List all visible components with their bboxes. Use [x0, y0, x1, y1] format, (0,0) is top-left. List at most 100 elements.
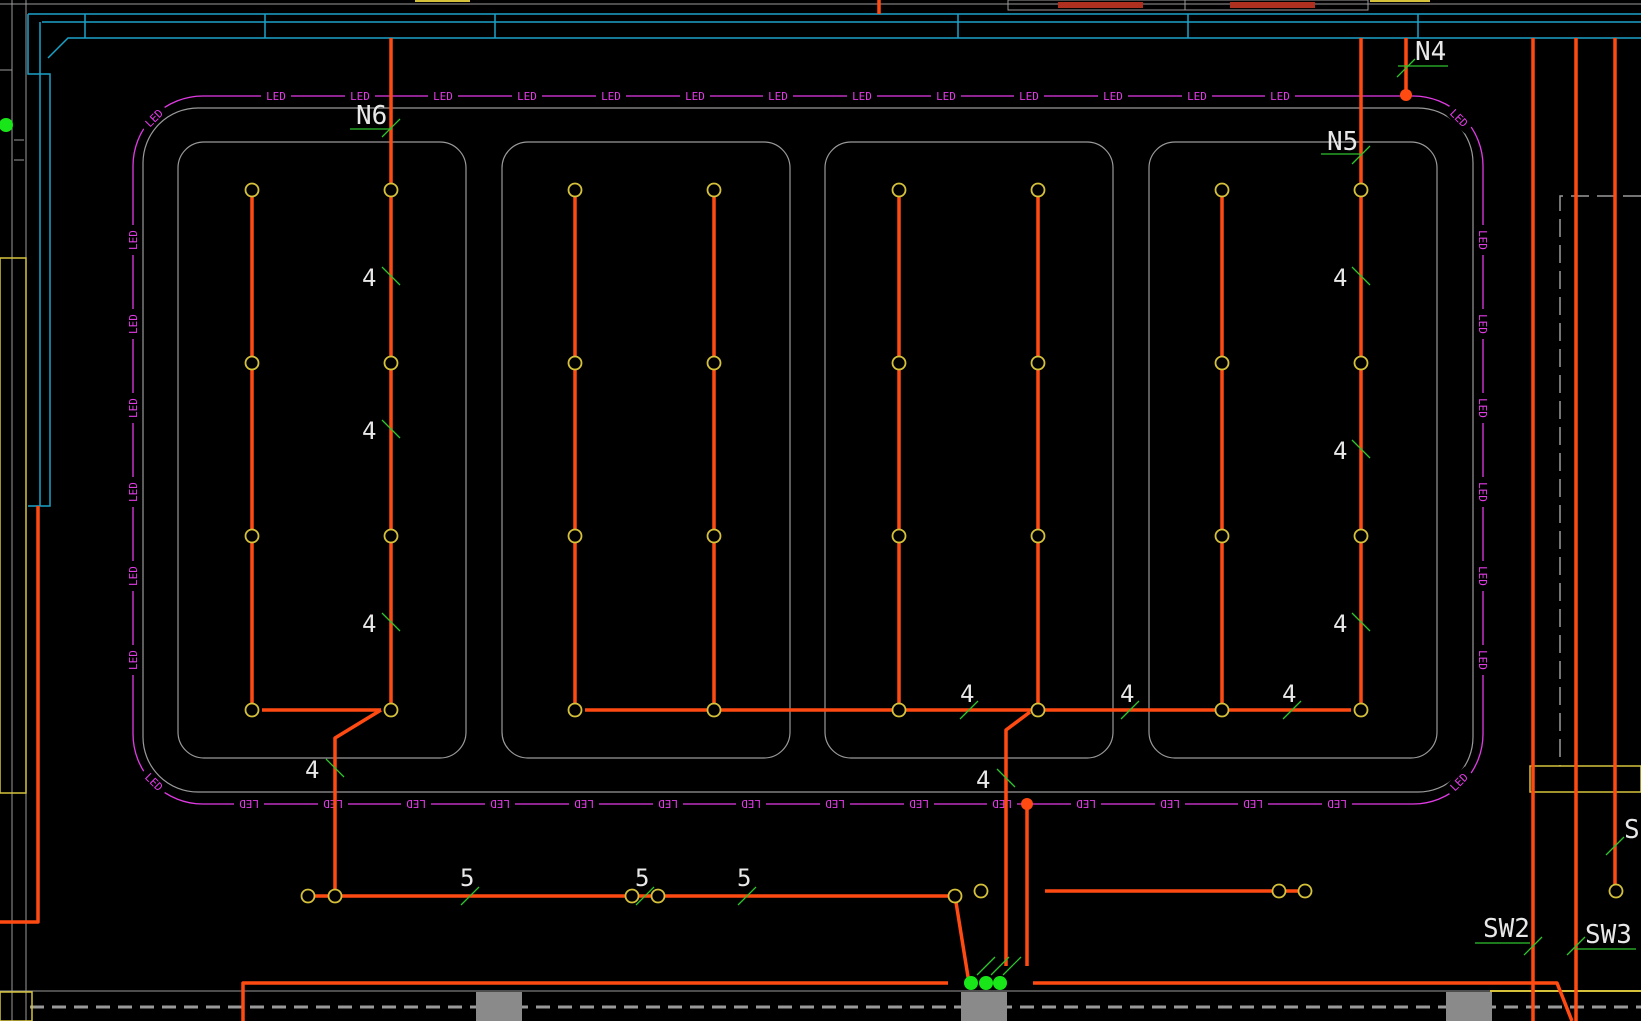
wire-count: 4: [1333, 264, 1347, 292]
tick-mark-icon: [990, 956, 1010, 976]
led-label: LED: [1160, 797, 1180, 810]
tick-mark-icon: [1351, 439, 1371, 459]
downlight-fixture-icon: [567, 702, 583, 718]
downlight-fixture-icon: [244, 182, 260, 198]
circuit-label-sw3: SW3: [1585, 920, 1632, 950]
tick-mark-icon: [1002, 956, 1022, 976]
downlight-fixture-icon: [1353, 702, 1369, 718]
downlight-fixture-icon: [244, 182, 1624, 904]
downlight-fixture-icon: [624, 888, 640, 904]
downlight-fixture-icon: [1271, 883, 1287, 899]
home-run-dots: [1021, 89, 1412, 810]
tick-mark-icon: [325, 758, 345, 778]
led-label: LED: [574, 797, 594, 810]
led-label: LED: [127, 230, 140, 250]
led-label: LED: [127, 650, 140, 670]
led-label: LED: [852, 90, 872, 103]
tick-mark-icon: [1351, 145, 1371, 165]
led-label: LED: [1476, 230, 1489, 250]
downlight-fixture-icon: [973, 883, 989, 899]
led-strip-labels: LED LED LED LED LED LED LED LED LED LED LED LED LED L…: [126, 89, 1490, 811]
led-label: LED: [490, 797, 510, 810]
tick-mark-icon: [1396, 58, 1416, 78]
led-label: LED: [1476, 566, 1489, 586]
tick-mark-icon: [996, 768, 1016, 788]
led-label: LED: [1019, 90, 1039, 103]
downlight-fixture-icon: [383, 702, 399, 718]
led-strip-path: [132, 95, 1484, 805]
wire-count: 4: [362, 610, 376, 638]
led-label: LED: [266, 90, 286, 103]
tick-mark-icon: [737, 886, 757, 906]
downlight-fixture-icon: [567, 355, 583, 371]
downlight-fixture-icon: [383, 182, 399, 198]
tick-mark-icon: [959, 700, 979, 720]
tick-mark-icon: [1282, 700, 1302, 720]
led-label: LED: [127, 398, 140, 418]
tick-mark-icon: [1351, 612, 1371, 632]
circuit-label-s-partial: S: [1624, 815, 1640, 845]
tick-mark-icon: [381, 118, 401, 138]
tick-mark-icon: [1523, 936, 1543, 956]
downlight-fixture-icon: [383, 355, 399, 371]
wire-count: 4: [1333, 437, 1347, 465]
led-label: LED: [1327, 797, 1347, 810]
wire-count: 4: [362, 417, 376, 445]
top-duct: [27, 13, 1641, 507]
led-label: LED: [127, 482, 140, 502]
downlight-fixture-icon: [1030, 528, 1046, 544]
downlight-fixture-icon: [1214, 702, 1230, 718]
downlight-fixture-icon: [891, 355, 907, 371]
downlight-fixture-icon: [706, 355, 722, 371]
led-label: LED: [825, 797, 845, 810]
led-label: LED: [127, 314, 140, 334]
tick-mark-icon: [1351, 266, 1371, 286]
led-label: LED: [1103, 90, 1123, 103]
wire-count: 4: [976, 766, 990, 794]
led-label: LED: [992, 797, 1012, 810]
wire-count: 4: [362, 264, 376, 292]
wire-count: 4: [1333, 610, 1347, 638]
downlight-fixture-icon: [706, 528, 722, 544]
tick-mark-icon: [381, 612, 401, 632]
led-label: LED: [768, 90, 788, 103]
circuit-label-n5: N5: [1327, 127, 1358, 157]
left-wall-panel: [0, 257, 27, 794]
wire-count: 5: [737, 864, 751, 892]
wire-count: 5: [635, 864, 649, 892]
tick-mark-icon: [1120, 700, 1140, 720]
tick-mark-icon: [381, 419, 401, 439]
led-label: LED: [323, 797, 343, 810]
junction-box-icon: [0, 118, 1007, 990]
downlight-fixture-icon: [947, 888, 963, 904]
downlight-fixture-icon: [1030, 702, 1046, 718]
led-label: LED: [350, 90, 370, 103]
downlight-fixture-icon: [891, 702, 907, 718]
led-label: LED: [601, 90, 621, 103]
downlight-fixture-icon: [1214, 182, 1230, 198]
led-label: LED: [1476, 482, 1489, 502]
downlight-fixture-icon: [567, 528, 583, 544]
downlight-fixture-icon: [300, 888, 316, 904]
led-label: LED: [1076, 797, 1096, 810]
wire-count: 4: [1120, 680, 1134, 708]
downlight-fixture-icon: [1214, 355, 1230, 371]
downlight-fixture-icon: [1030, 355, 1046, 371]
circuit-label-sw2: SW2: [1483, 914, 1530, 944]
downlight-fixture-icon: [567, 182, 583, 198]
led-label: LED: [1476, 398, 1489, 418]
led-label: LED: [239, 797, 259, 810]
downlight-fixture-icon: [706, 182, 722, 198]
downlight-fixture-icon: [1353, 355, 1369, 371]
led-label: LED: [1476, 650, 1489, 670]
circuit-label-n6: N6: [356, 101, 387, 131]
circuit-label-n4: N4: [1415, 37, 1446, 67]
wire-count: 4: [1282, 680, 1296, 708]
tick-mark-icon: [1566, 936, 1586, 956]
tick-mark-icon: [976, 956, 996, 976]
left-wall: [0, 0, 27, 1021]
led-label: LED: [433, 90, 453, 103]
downlight-fixture-icon: [650, 888, 666, 904]
tick-mark-icon: [1605, 836, 1625, 856]
